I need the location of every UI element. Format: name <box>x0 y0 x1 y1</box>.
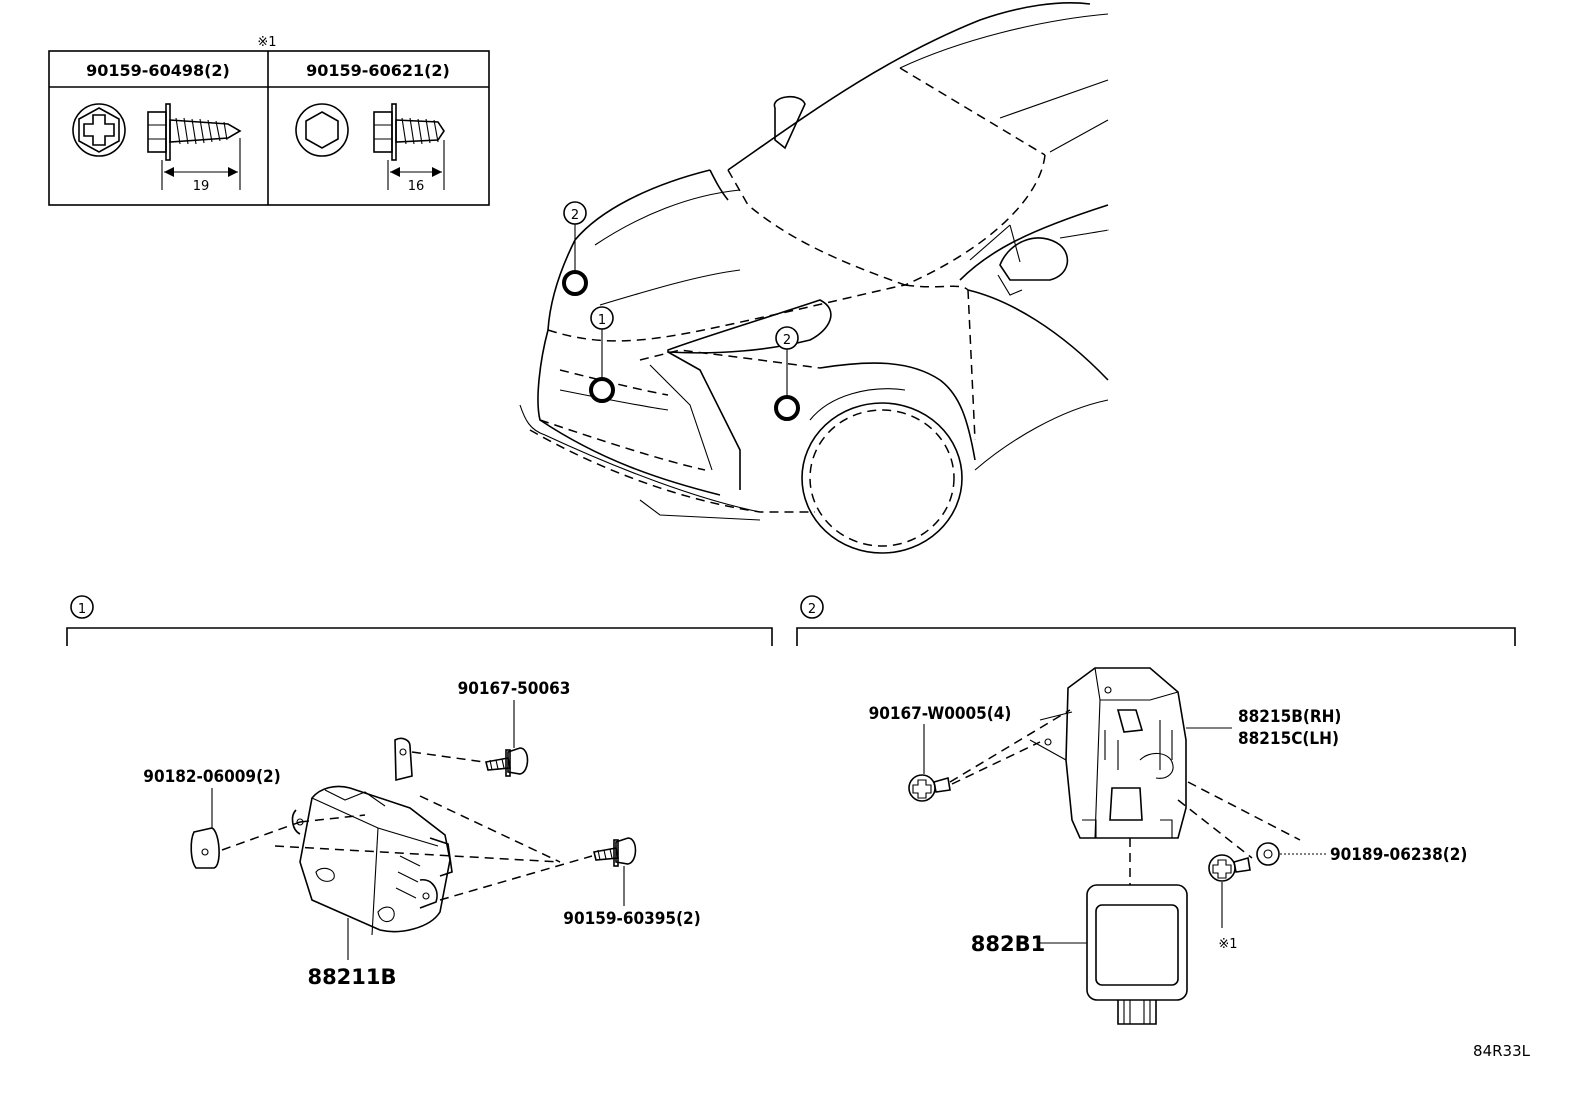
bracket-88215-icon <box>1029 667 1187 839</box>
bolt-right-icon <box>593 837 637 867</box>
table-col2-length: 16 <box>408 179 425 194</box>
car-callout-right-2: 2 <box>774 326 800 421</box>
section-1-marker: 1 <box>78 602 86 617</box>
table-col1-part: 90159-60498(2) <box>86 61 230 80</box>
screw-head-phillips-icon <box>72 103 126 157</box>
screw-w0005-icon <box>908 774 951 802</box>
screw-side-16-icon: 16 <box>373 103 445 194</box>
table-col1-length: 19 <box>193 179 210 194</box>
svg-text:2: 2 <box>571 208 579 223</box>
diagram-code: 84R33L <box>1473 1042 1531 1060</box>
svg-text:1: 1 <box>598 313 606 328</box>
screw-head-hex-icon <box>295 103 349 157</box>
nut-icon <box>190 827 220 869</box>
label-90189-06238: 90189-06238(2) <box>1330 845 1467 865</box>
car-callout-left-2: 2 <box>562 201 588 296</box>
svg-text:2: 2 <box>783 333 791 348</box>
car-illustration: 2 1 2 <box>519 1 1109 554</box>
car-callout-center-1: 1 <box>589 306 615 403</box>
label-note1: ※1 <box>1218 937 1237 952</box>
sensor-882b1-icon <box>1086 884 1188 1025</box>
bolt-top-icon <box>485 747 529 777</box>
label-88211b: 88211B <box>307 965 396 989</box>
sensor-88211b-icon <box>291 737 453 936</box>
fastener-table: ※1 90159-60498(2) 90159-60621(2) 19 <box>48 35 490 206</box>
label-88215c-lh: 88215C(LH) <box>1238 729 1339 749</box>
label-88215b-rh: 88215B(RH) <box>1238 707 1341 727</box>
section-1: 1 90167-50063 90182-06009(2) <box>66 595 773 989</box>
screw-side-19-icon: 19 <box>147 103 242 194</box>
section-2-marker: 2 <box>808 602 816 617</box>
table-frame <box>48 50 490 206</box>
label-882b1: 882B1 <box>971 932 1045 956</box>
label-90159-60395: 90159-60395(2) <box>563 909 700 929</box>
clip-icon <box>1256 842 1280 866</box>
table-note-marker: ※1 <box>257 35 276 50</box>
screw-note1-icon <box>1208 854 1251 882</box>
table-col2-part: 90159-60621(2) <box>306 61 450 80</box>
section-2: 2 88215B(RH) 88215C(LH) 90167-W0005( <box>796 595 1516 1025</box>
label-90167-w0005: 90167-W0005(4) <box>869 704 1012 724</box>
label-90167-50063: 90167-50063 <box>458 679 571 699</box>
label-90182-06009: 90182-06009(2) <box>143 767 280 787</box>
